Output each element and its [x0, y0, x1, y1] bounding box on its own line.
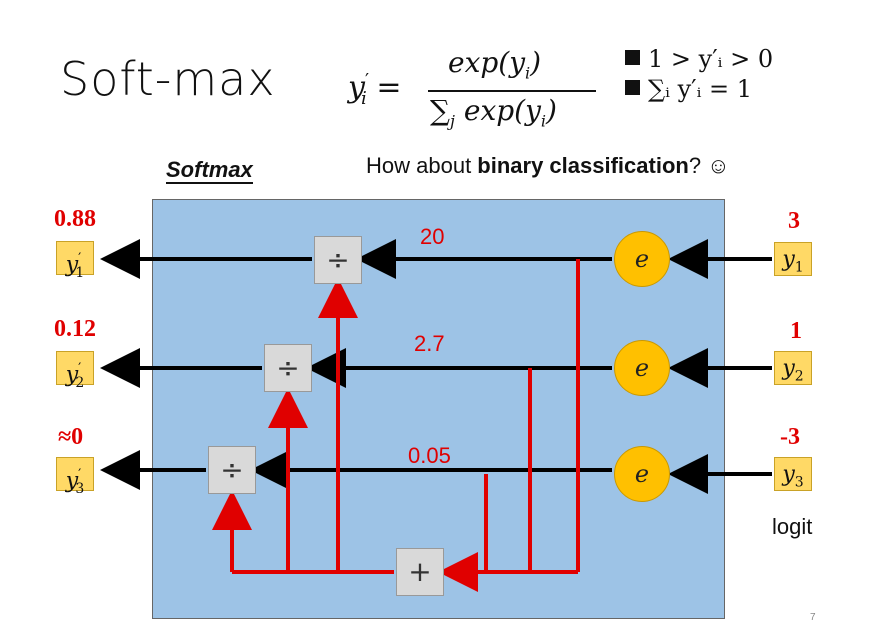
formula-fraction-bar: [428, 90, 596, 92]
input-value-1: 3: [788, 208, 800, 234]
divide-node-2: ÷: [264, 344, 312, 392]
formula-numerator: exp(yi): [448, 46, 542, 83]
formula-lhs-sub: i: [361, 88, 367, 109]
bullet-square-icon: [625, 80, 640, 95]
softmax-formula: y′i = exp(yi) ∑j exp(yi): [348, 46, 598, 136]
output-value-3: ≈0: [58, 424, 84, 450]
sum-node: +: [396, 548, 444, 596]
slide-title: Soft-max: [60, 52, 276, 106]
question-bold: binary classification: [477, 153, 689, 178]
output-box-3: y′3: [56, 457, 94, 497]
exp-value-3: 0.05: [408, 443, 451, 468]
output-value-2: 0.12: [54, 316, 96, 342]
input-value-3: -3: [780, 424, 800, 450]
exp-value-1: 20: [420, 224, 445, 249]
input-box-1: y1: [774, 242, 812, 276]
softmax-label: Softmax: [166, 157, 253, 184]
constraint-bullets: 1 > y′ᵢ > 0 ∑ᵢ y′ᵢ = 1: [625, 44, 773, 104]
divide-node-1: ÷: [314, 236, 362, 284]
bullet-square-icon: [625, 50, 640, 65]
formula-lhs: y′i =: [348, 70, 402, 109]
input-value-2: 1: [790, 318, 802, 344]
output-value-1: 0.88: [54, 206, 96, 232]
bullet-item: 1 > y′ᵢ > 0: [625, 44, 773, 74]
logit-label: logit: [772, 514, 813, 539]
output-box-1: y′1: [56, 241, 94, 281]
input-box-3: y3: [774, 457, 812, 491]
exp-node-1: e: [614, 231, 670, 287]
formula-denominator: ∑j exp(yi): [430, 94, 557, 131]
formula-lhs-prime: ′: [364, 70, 370, 91]
formula-lhs-var: y: [348, 70, 365, 105]
page-number: 7: [810, 612, 816, 623]
exp-value-2: 2.7: [414, 331, 445, 356]
bullet-item: ∑ᵢ y′ᵢ = 1: [625, 74, 773, 104]
binary-question: How about binary classification? ☺: [366, 153, 730, 178]
output-box-2: y′2: [56, 351, 94, 391]
exp-node-3: e: [614, 446, 670, 502]
input-box-2: y2: [774, 351, 812, 385]
divide-node-3: ÷: [208, 446, 256, 494]
exp-node-2: e: [614, 340, 670, 396]
